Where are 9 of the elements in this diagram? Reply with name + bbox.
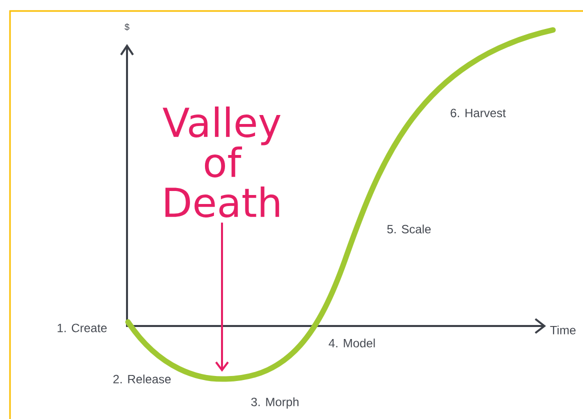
stage-label: 1. Create xyxy=(58,324,107,332)
stage-label: 3. Morph xyxy=(251,397,298,409)
arrow xyxy=(215,222,229,372)
stage-label: 2. Release xyxy=(113,374,171,384)
stage-label: 6. Harvest xyxy=(450,108,506,118)
stage-label: 5. Scale xyxy=(387,224,431,234)
axis-label: $ xyxy=(124,23,130,31)
axis-label: Time xyxy=(550,326,576,334)
stage-label: 4. Model xyxy=(328,338,375,348)
